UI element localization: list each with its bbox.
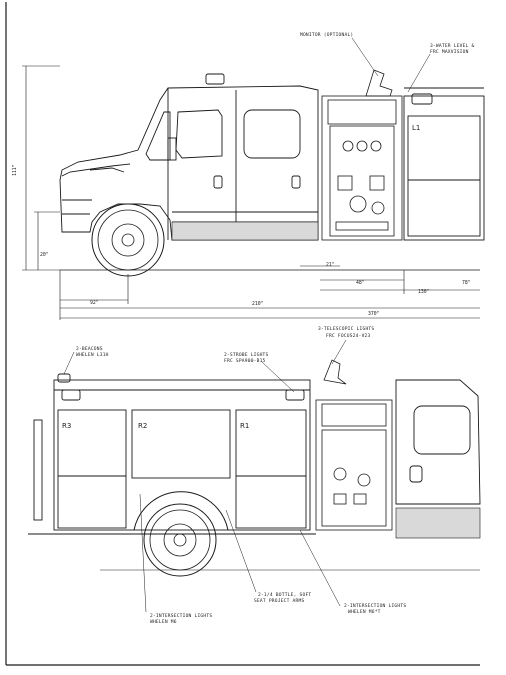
bottom-dimensions (59, 265, 480, 320)
height-dimension-label: 111" (12, 164, 18, 176)
clearance-dimension-label: 21" (326, 262, 335, 268)
height-dimension (22, 65, 60, 271)
intersection-left-callout-line1: 2-INTERSECTION LIGHTS (150, 613, 212, 619)
water-level-callout-line2: FRC MAXVISION (430, 49, 469, 55)
compartment-r3-label: R3 (62, 422, 71, 430)
water-level-callout-line1: 3-WATER LEVEL & (430, 43, 475, 49)
ldh-callout-line1: 2-1/4 BOTTLE, SOFT (258, 592, 311, 598)
compartment-r2-label: R2 (138, 422, 147, 430)
bottom-callout-leaders (63, 339, 347, 613)
overall-length-dimension-label: 370" (368, 311, 380, 317)
pump-panel (321, 95, 403, 241)
deck-monitor (365, 69, 393, 97)
strobe-callout-line2: FRC SPA900-B15 (224, 358, 266, 364)
passenger-pump-panel (315, 359, 393, 531)
passenger-body (28, 373, 316, 535)
passenger-step-plate (395, 507, 481, 539)
monitor-callout: MONITOR (OPTIONAL) (300, 32, 353, 38)
intersection-right-callout-line1: 2-INTERSECTION LIGHTS (344, 603, 406, 609)
cab-step-plate (171, 221, 319, 241)
strobe-callout-line1: 2-STROBE LIGHTS (224, 352, 269, 358)
ground-dimension-label: 20" (40, 252, 49, 258)
ldh-callout-line2: SEAT PROJECT ARMS (254, 598, 304, 604)
beacon-callout-line1: 2-BEACONS (76, 346, 103, 352)
cab-pump-dimension-label: 48" (356, 280, 365, 286)
compartment-l1-label: L1 (412, 124, 420, 132)
intersection-right-callout-line2: WHELEN M6*T (348, 609, 381, 615)
front-wheel (91, 203, 165, 277)
front-overhang-dimension-label: 92" (90, 300, 99, 306)
telescopic-callout-line1: 3-TELESCOPIC LIGHTS (318, 326, 374, 332)
rear-overhang-dimension-label: 78" (462, 280, 471, 286)
driver-side-elevation: 111" 20" (12, 32, 485, 320)
beacon-callout-line2: WHELEN L31H (76, 352, 109, 358)
body-dimension-label: 130" (418, 289, 430, 295)
passenger-cab (395, 379, 481, 505)
cab (59, 73, 319, 241)
driver-body (403, 87, 485, 241)
compartment-r1-label: R1 (240, 422, 249, 430)
top-callout-leaders (351, 37, 431, 93)
passenger-side-elevation: R3 R2 R1 (28, 326, 481, 625)
intersection-left-callout-line2: WHELEN M6 (150, 619, 177, 625)
telescopic-callout-line2: FRC FOCUS24-V23 (326, 333, 371, 339)
sheet-border (5, 2, 480, 666)
wheelbase-dimension-label: 210" (252, 301, 264, 307)
